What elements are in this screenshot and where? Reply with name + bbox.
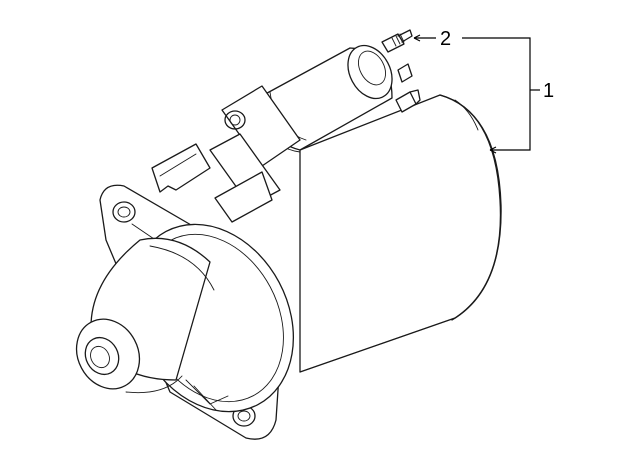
solenoid-bracket [151,85,301,223]
leader-arrow-1 [489,146,497,154]
solenoid [257,29,421,153]
leader-arrow-2 [413,34,421,42]
motor-housing [299,94,502,373]
callout-leaders [413,34,540,154]
leader-line-1 [462,37,531,151]
callout-label-1: 1 [543,80,554,102]
callout-label-2: 2 [440,28,451,50]
drive-housing [75,223,295,413]
